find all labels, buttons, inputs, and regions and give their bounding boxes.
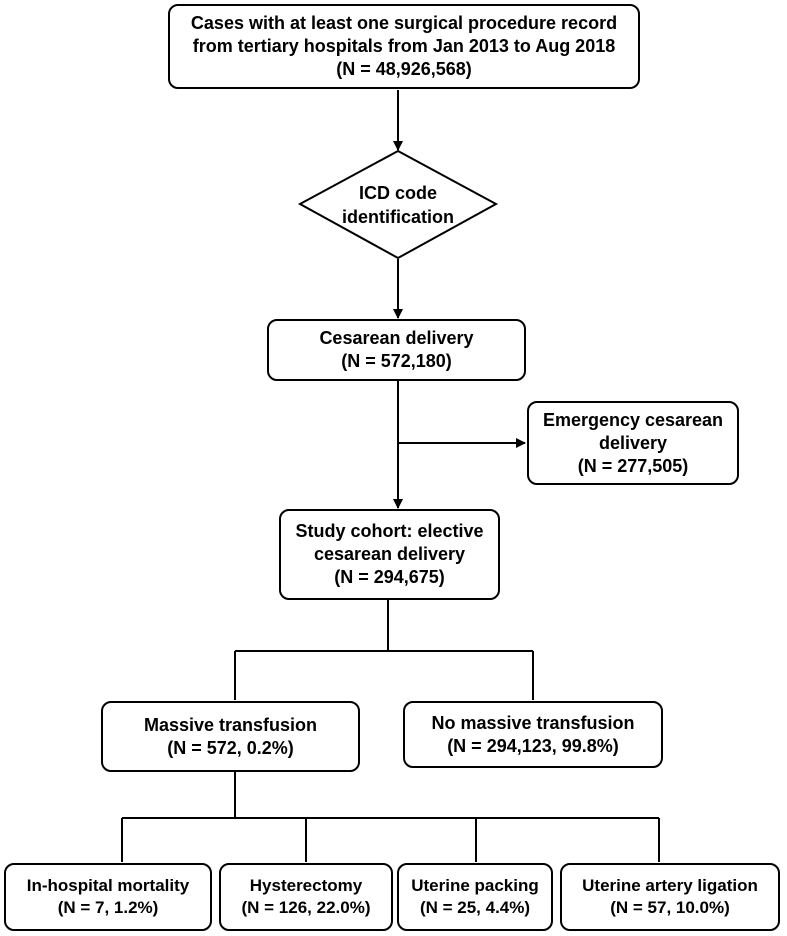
outcome-count: (N = 25, 4.4%) [419, 898, 531, 917]
outcome-count: (N = 126, 22.0%) [241, 898, 371, 917]
cesarean-title: Cesarean delivery [319, 328, 474, 348]
decision-line-2: identification [342, 206, 454, 227]
outcome-hysterectomy-box: Hysterectomy (N = 126, 22.0%) [219, 863, 393, 931]
cohort-line-1: Study cohort: elective [295, 521, 484, 541]
outcome-label: In-hospital mortality [26, 876, 190, 895]
cohort-box: Study cohort: elective cesarean delivery… [279, 509, 500, 600]
no-massive-transfusion-box: No massive transfusion (N = 294,123, 99.… [403, 701, 663, 768]
source-line-1: Cases with at least one surgical procedu… [190, 13, 618, 33]
no-massive-count: (N = 294,123, 99.8%) [447, 735, 619, 756]
decision-label: ICD code identification [300, 152, 496, 257]
outcome-packing-box: Uterine packing (N = 25, 4.4%) [397, 863, 553, 931]
outcome-count: (N = 7, 1.2%) [57, 898, 159, 917]
massive-count: (N = 572, 0.2%) [167, 737, 294, 758]
outcome-label: Uterine artery ligation [582, 876, 758, 895]
no-massive-title: No massive transfusion [431, 712, 635, 733]
emergency-box: Emergency cesarean delivery (N = 277,505… [527, 401, 739, 485]
decision-diamond [297, 149, 499, 260]
massive-title: Massive transfusion [143, 714, 318, 735]
cohort-count: (N = 294,675) [334, 567, 445, 587]
source-line-2: from tertiary hospitals from Jan 2013 to… [192, 36, 616, 56]
emergency-line-1: Emergency cesarean [542, 409, 724, 430]
cohort-line-2: cesarean delivery [313, 544, 466, 564]
cesarean-box: Cesarean delivery (N = 572,180) [267, 319, 526, 381]
massive-transfusion-box: Massive transfusion (N = 572, 0.2%) [101, 701, 360, 772]
outcome-ligation-box: Uterine artery ligation (N = 57, 10.0%) [560, 863, 780, 931]
outcome-count: (N = 57, 10.0%) [610, 898, 730, 917]
source-count: (N = 48,926,568) [336, 59, 472, 79]
source-box: Cases with at least one surgical procedu… [168, 4, 640, 89]
outcome-mortality-box: In-hospital mortality (N = 7, 1.2%) [4, 863, 212, 931]
outcome-label: Hysterectomy [249, 876, 363, 895]
cesarean-count: (N = 572,180) [341, 351, 452, 371]
decision-line-1: ICD code [358, 182, 437, 203]
outcome-label: Uterine packing [411, 876, 539, 895]
emergency-count: (N = 277,505) [577, 455, 689, 476]
emergency-line-2: delivery [598, 432, 668, 453]
